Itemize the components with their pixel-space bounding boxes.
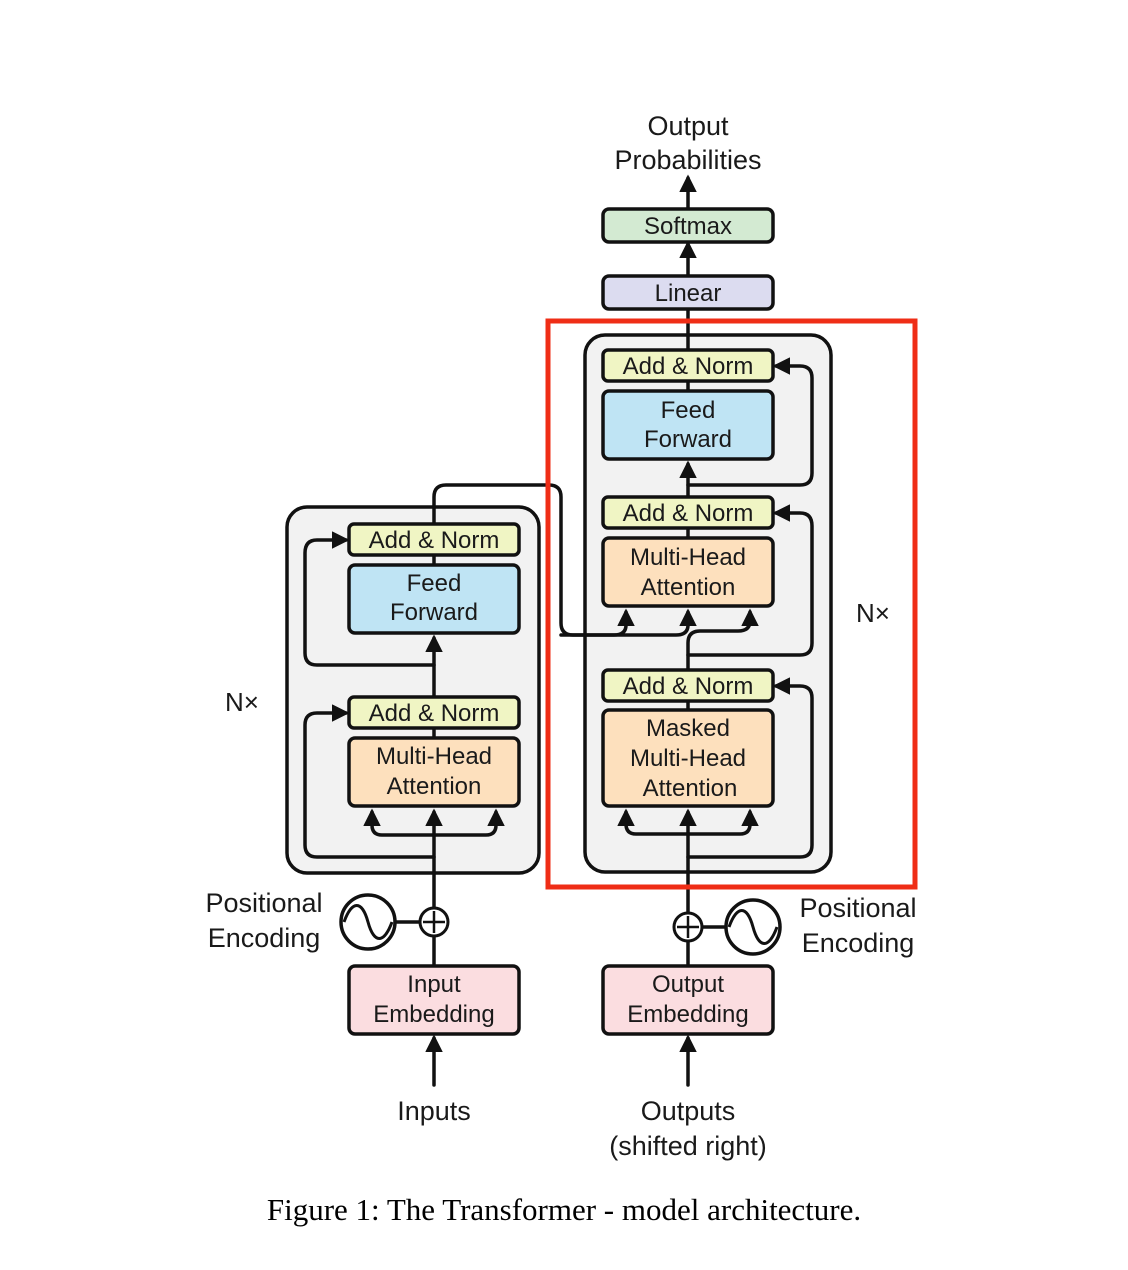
- decoder-cross-attention-line2: Attention: [641, 574, 736, 601]
- encoder-repeat-label: N×: [225, 687, 259, 717]
- decoder-sine-wave-icon: [724, 898, 782, 956]
- decoder-positional-encoding-line1: Positional: [799, 893, 916, 923]
- decoder-add-norm-bottom: [601, 668, 775, 703]
- decoder-positional-encoding-line2: Encoding: [802, 928, 915, 958]
- inputs-label: Inputs: [397, 1096, 471, 1126]
- decoder-add-norm-middle-label: Add & Norm: [623, 500, 754, 527]
- decoder-feed-forward: [601, 389, 775, 461]
- encoder-positional-encoding-line2: Encoding: [208, 923, 321, 953]
- encoder-stack: [285, 505, 541, 875]
- output-embedding-line2: Embedding: [627, 1001, 748, 1028]
- input-embedding-line2: Embedding: [373, 1001, 494, 1028]
- encoder-feed-forward: [347, 563, 521, 635]
- encoder-add-norm-top: [347, 522, 521, 557]
- encoder-feed-forward-line2: Forward: [390, 599, 478, 626]
- softmax-box: [601, 207, 775, 244]
- decoder-add-norm-top-label: Add & Norm: [623, 353, 754, 380]
- outputs-label-line1: Outputs: [641, 1096, 736, 1126]
- output-probabilities-line2: Probabilities: [614, 145, 761, 175]
- input-embedding-line1: Input: [407, 971, 461, 998]
- decoder-cross-attention-line1: Multi-Head: [630, 544, 746, 571]
- decoder-highlight-frame: [545, 318, 918, 890]
- encoder-add-norm-top-label: Add & Norm: [369, 527, 500, 554]
- decoder-add-norm-bottom-label: Add & Norm: [623, 673, 754, 700]
- encoder-attention-line2: Attention: [387, 773, 482, 800]
- output-embedding-line1: Output: [652, 971, 724, 998]
- encoder-positional-encoding-line1: Positional: [205, 888, 322, 918]
- decoder-add-norm-middle: [601, 495, 775, 530]
- decoder-masked-attention: [601, 708, 775, 808]
- input-embedding-box: [347, 964, 521, 1036]
- encoder-add-norm-bottom: [347, 695, 521, 730]
- encoder-add-norm-bottom-label: Add & Norm: [369, 700, 500, 727]
- linear-box: [601, 274, 775, 311]
- outputs-label-line2: (shifted right): [609, 1131, 767, 1161]
- figure-caption: Figure 1: The Transformer - model archit…: [266, 1192, 862, 1227]
- encoder-sine-wave-icon: [339, 893, 397, 951]
- output-probabilities-line1: Output: [647, 111, 729, 141]
- linear-label: Linear: [655, 280, 722, 307]
- softmax-label: Softmax: [644, 213, 732, 240]
- decoder-masked-attention-line1: Masked: [646, 715, 730, 742]
- decoder-masked-attention-line2: Multi-Head: [630, 745, 746, 772]
- decoder-masked-attention-line3: Attention: [643, 775, 738, 802]
- decoder-cross-attention: [601, 536, 775, 608]
- encoder-add-icon: [418, 906, 450, 938]
- decoder-add-icon: [672, 911, 704, 943]
- encoder-multi-head-attention: [347, 736, 521, 808]
- output-embedding-box: [601, 964, 775, 1036]
- decoder-add-norm-top: [601, 348, 775, 383]
- decoder-feed-forward-line1: Feed: [661, 397, 716, 424]
- encoder-attention-line1: Multi-Head: [376, 743, 492, 770]
- decoder-repeat-label: N×: [856, 598, 890, 628]
- connections: [303, 174, 814, 1087]
- encoder-feed-forward-line1: Feed: [407, 570, 462, 597]
- decoder-feed-forward-line2: Forward: [644, 426, 732, 453]
